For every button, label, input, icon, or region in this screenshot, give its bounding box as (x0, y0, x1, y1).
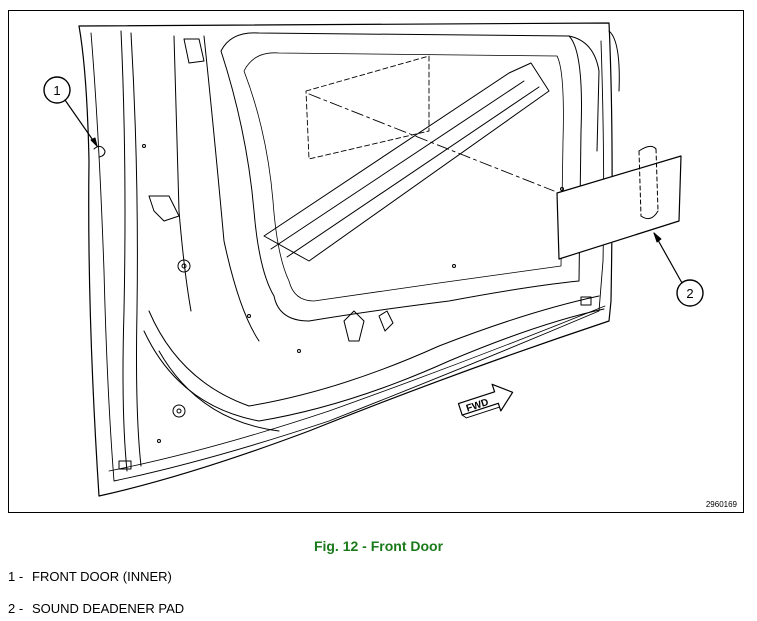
legend-item-2: 2 - SOUND DEADENER PAD (8, 601, 184, 616)
hole (452, 264, 456, 268)
door-inner-outline (90, 32, 605, 482)
left-channel-4 (203, 35, 260, 342)
hole (181, 263, 187, 269)
right-edge-detail (608, 30, 620, 92)
latch-clip (378, 310, 394, 332)
hole (560, 187, 564, 191)
callout-2-arrowhead (653, 232, 662, 243)
door-outer-outline (78, 22, 613, 497)
lower-curve-1 (148, 295, 600, 407)
callout-1-hook (93, 145, 106, 158)
legend-item-label: SOUND DEADENER PAD (32, 601, 185, 616)
callout-2-circle (676, 279, 704, 307)
hole (172, 404, 186, 418)
hole (142, 144, 146, 148)
intrusion-beam-top (263, 62, 550, 262)
bracket (183, 38, 205, 64)
lower-curve-2 (143, 308, 605, 422)
callout-1-number: 1 (53, 83, 60, 98)
hole (247, 314, 251, 318)
hole (177, 259, 191, 273)
bracket (148, 195, 180, 222)
callout-1-arrowhead (90, 137, 98, 147)
front-door-diagram: FWD 1 2 (43, 22, 704, 497)
sound-deadener-pad (556, 155, 682, 260)
figure-reference-number: 2960169 (705, 500, 737, 509)
left-channel-2 (130, 32, 142, 467)
left-channel-3 (173, 35, 192, 312)
left-channel-1 (120, 30, 128, 472)
legend-item-number: 2 - (8, 601, 24, 616)
latch-clip (343, 310, 365, 342)
hole (297, 349, 301, 353)
figure-caption: Fig. 12 - Front Door (313, 538, 444, 554)
pad-fold (638, 145, 657, 152)
hole (157, 439, 161, 443)
hole (176, 408, 182, 414)
callout-2-number: 2 (686, 286, 693, 301)
clip (118, 460, 132, 470)
pad-fold (640, 210, 659, 220)
legend-item-label: FRONT DOOR (INNER) (32, 569, 172, 584)
clip (580, 296, 592, 306)
legend-item-number: 1 - (8, 569, 24, 584)
intrusion-beam-mid2 (286, 86, 540, 258)
projection-line (308, 93, 555, 192)
callout-1-leader (64, 99, 98, 147)
pad-location-outline (305, 55, 430, 160)
fwd-arrow-icon: FWD (457, 383, 514, 419)
figure-frame: FWD 1 2 2960169 (8, 10, 744, 513)
legend-item-1: 1 - FRONT DOOR (INNER) (8, 569, 172, 584)
pad-fold-dashed (655, 148, 659, 212)
right-edge-detail (568, 35, 600, 152)
callout-1-circle (43, 76, 71, 104)
pad-fold-dashed (638, 150, 642, 217)
lower-rail (108, 305, 606, 472)
window-frame-outer (220, 32, 582, 322)
intrusion-beam-mid (270, 80, 525, 250)
lower-curve-3 (158, 350, 280, 432)
window-frame-inner (243, 52, 564, 302)
